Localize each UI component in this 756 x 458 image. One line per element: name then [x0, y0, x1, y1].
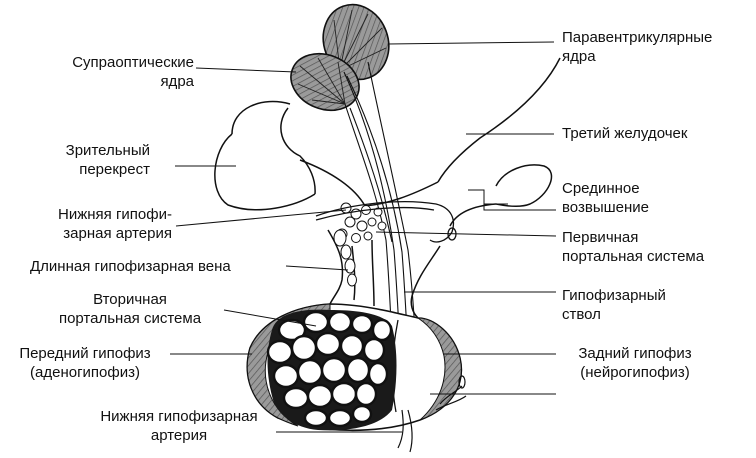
label-third-ventricle-text: Третий желудочек	[562, 125, 688, 142]
label-pituitary-stalk: Гипофизарный ствол	[562, 286, 666, 324]
adenohypophysis-cells	[266, 309, 397, 431]
gland-cell	[330, 381, 358, 407]
label-inferior-artery-top: Нижняя гипофи- зарная артерия	[0, 205, 172, 243]
label-supraoptic: Супраоптические ядра	[0, 53, 194, 91]
gland-cell	[327, 408, 353, 428]
label-inferior-artery-top-line1: Нижняя гипофи-	[58, 206, 172, 223]
gland-cell	[277, 318, 307, 342]
hypothalamus-outline	[214, 57, 561, 227]
label-posterior-pituitary-line2: (нейрогипофиз)	[580, 364, 690, 381]
label-posterior-pituitary: Задний гипофиз (нейрогипофиз)	[560, 344, 710, 382]
label-supraoptic-line2: ядра	[160, 73, 194, 90]
label-primary-portal-line2: портальная система	[562, 248, 705, 265]
label-inferior-artery-top-line2: зарная артерия	[63, 225, 172, 242]
gland-cell	[306, 383, 334, 409]
label-inferior-artery-bottom: Нижняя гипофизарная артерия	[74, 407, 284, 445]
label-supraoptic-line1: Супраоптические	[72, 54, 194, 71]
gland-cell	[350, 313, 374, 335]
gland-cell	[371, 318, 393, 342]
label-median-eminence-line2: возвышение	[562, 199, 649, 216]
label-optic-chiasm: Зрительный перекрест	[0, 141, 150, 179]
gland-cell	[362, 337, 386, 363]
label-anterior-pituitary-line2: (аденогипофиз)	[30, 364, 140, 381]
label-posterior-pituitary-line1: Задний гипофиз	[578, 345, 692, 362]
gland-cell	[290, 334, 318, 362]
gland-cell	[354, 381, 378, 407]
label-long-portal-vein: Длинная гипофизарная вена	[30, 257, 231, 276]
label-primary-portal-line1: Первичная	[562, 229, 639, 246]
gland-cell	[339, 333, 365, 359]
label-paraventricular-line1: Паравентрикулярные	[562, 29, 713, 46]
label-anterior-pituitary: Передний гипофиз (аденогипофиз)	[0, 344, 170, 382]
label-inferior-artery-bottom-line2: артерия	[150, 427, 208, 444]
gland-cell	[320, 356, 348, 384]
label-paraventricular: Паравентрикулярные ядра	[562, 28, 712, 66]
leader-lines	[170, 41, 557, 433]
label-long-portal-vein-text: Длинная гипофизарная вена	[30, 258, 231, 275]
label-pituitary-stalk-line1: Гипофизарный	[562, 287, 666, 304]
label-pituitary-stalk-line2: ствол	[562, 306, 601, 323]
label-paraventricular-line2: ядра	[562, 48, 596, 65]
label-inferior-artery-bottom-line1: Нижняя гипофизарная	[100, 408, 258, 425]
label-primary-portal: Первичная портальная система	[562, 228, 704, 266]
gland-cell	[272, 363, 300, 389]
label-secondary-portal: Вторичная портальная система	[40, 290, 220, 328]
gland-cell	[296, 358, 324, 386]
supraoptic-nucleus	[290, 52, 360, 112]
gland-cell	[266, 339, 294, 365]
gland-cell	[327, 310, 353, 334]
gland-cell	[303, 408, 329, 428]
label-anterior-pituitary-line1: Передний гипофиз	[19, 345, 151, 362]
label-median-eminence: Срединное возвышение	[562, 179, 649, 217]
label-median-eminence-line1: Срединное	[562, 180, 640, 197]
gland-cell	[282, 386, 310, 410]
label-optic-chiasm-line1: Зрительный	[65, 142, 150, 159]
label-secondary-portal-line2: портальная система	[58, 310, 202, 327]
inferior-artery	[397, 375, 467, 453]
gland-cell	[367, 361, 389, 387]
gland-cell	[314, 331, 342, 357]
gland-cell	[302, 310, 330, 334]
label-third-ventricle: Третий желудочек	[562, 124, 687, 143]
label-secondary-portal-line1: Вторичная	[93, 291, 167, 308]
label-optic-chiasm-line2: перекрест	[79, 161, 150, 178]
gland-cell	[351, 404, 373, 424]
portal-vessels	[333, 229, 357, 287]
gland-cell	[345, 356, 371, 384]
pituitary-stalk	[327, 229, 441, 319]
